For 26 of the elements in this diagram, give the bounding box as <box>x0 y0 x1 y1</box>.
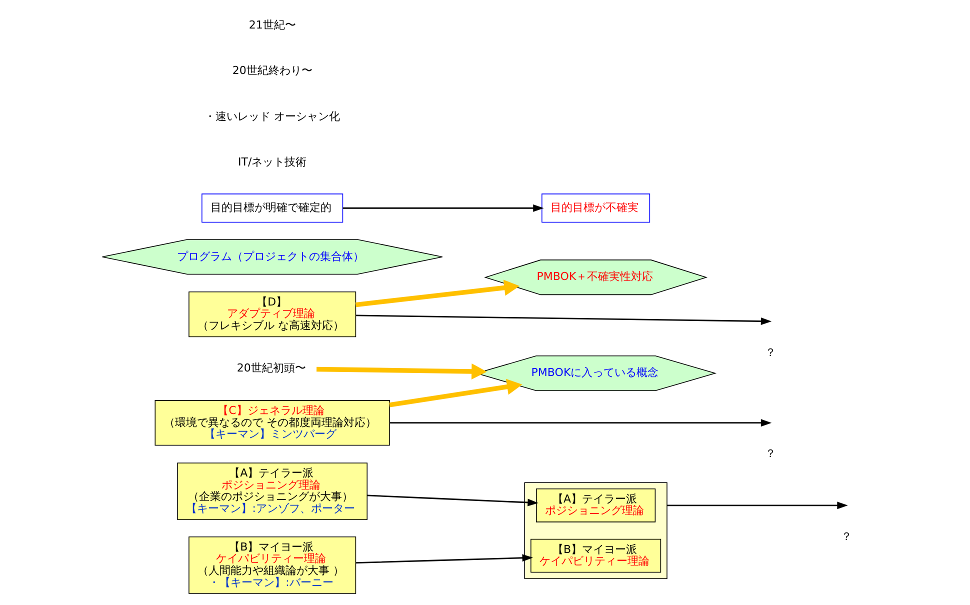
label: 21世紀〜 <box>248 18 296 32</box>
node-box: 目的目標が不確実 <box>542 194 650 223</box>
arrow <box>367 494 538 506</box>
arrow <box>390 419 772 427</box>
node-box: 【A】テイラー派 ポジショニング理論 （企業のポジショニングが大事） 【キーマン】:アンゾフ、ポーター <box>177 462 368 520</box>
cluster <box>524 482 668 579</box>
label: ・速いレッド オーシャン化 <box>204 110 340 123</box>
node-text: 20世紀初頭〜 <box>236 361 306 374</box>
label: ？ <box>764 447 776 460</box>
arrow <box>342 204 544 212</box>
node-box: 【B】マイヨー派 ケイパビリティー理論 （人間能力や組織論が大事 ） ・【キーマン】:バーニー <box>188 536 356 594</box>
arrow <box>389 378 522 408</box>
node-box: 【C】ジェネラル理論 （環境で異なるので その都度両理論対応） 【キーマン】ミンツバーグ <box>154 400 390 446</box>
label: 20世紀終わり〜 <box>232 64 312 78</box>
node-box: 【B】マイヨー派 ケイパビリティー理論 <box>530 538 662 573</box>
arrow <box>356 314 772 325</box>
arrow <box>316 363 487 380</box>
label: IT/ネット技術 <box>238 155 307 168</box>
arrow <box>356 280 520 308</box>
arrow <box>356 554 533 564</box>
node-box: 【A】テイラー派 ポジショニング理論 <box>536 488 656 522</box>
arrow <box>667 502 848 510</box>
node-box: 目的目標が明確で確定的 <box>202 194 344 223</box>
label: ？ <box>764 346 776 359</box>
node-box: 【D】 アダプティブ理論 （フレキシブル な高速対応） <box>188 291 356 338</box>
label: ？ <box>841 530 852 543</box>
